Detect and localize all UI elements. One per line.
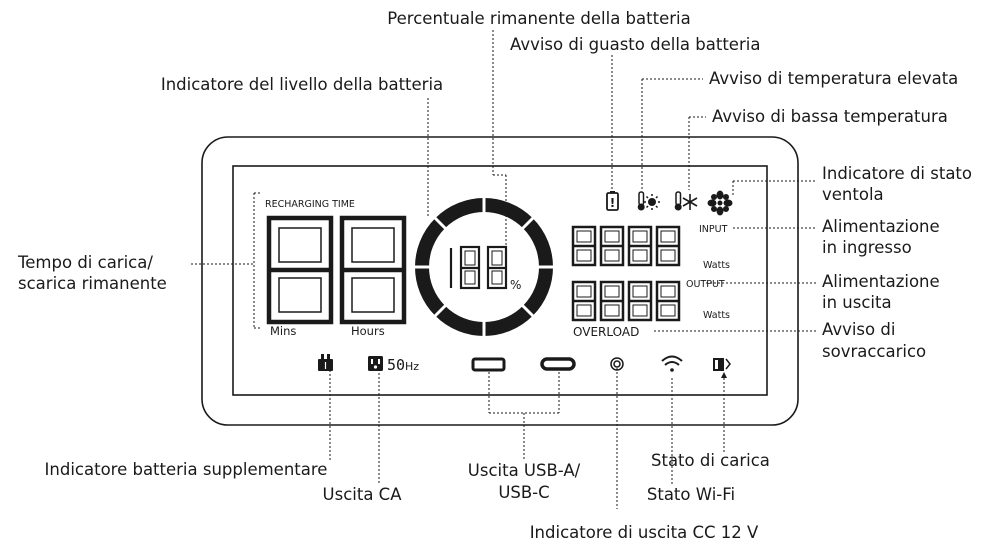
low-temp-icon [674,191,698,211]
input-power-digits [571,225,681,267]
dc-output-icon [610,357,624,371]
callout-ac-output: Uscita CA [323,485,403,504]
callout-low-temp: Avviso di bassa temperatura [712,107,948,126]
callout-input-power-1: Alimentazione [822,217,940,236]
time-digits-inner [278,227,395,313]
callout-time-remaining-2: scarica rimanente [18,274,167,293]
output-label: OUTPUT [686,279,725,290]
callout-usb-output-2: USB-C [498,483,549,502]
leader-lines [191,30,816,509]
battery-ring [413,196,555,338]
time-digit-1 [266,215,334,325]
usb-c-icon [540,357,576,371]
ac-frequency-display: 50 Hz [387,356,419,374]
overload-label: OVERLOAD [573,325,639,339]
device-frame [201,136,799,426]
output-watts-label: Watts [703,310,730,321]
ac-freq-digits: 50 [387,356,405,374]
callout-wifi-status: Stato Wi-Fi [647,485,735,504]
input-label: INPUT [699,224,728,235]
ac-outlet-icon [368,356,383,371]
output-power-digits [571,280,681,322]
callout-overload-1: Avviso di [822,320,895,339]
callout-fan-status-1: Indicatore di stato [822,164,972,183]
ac-freq-unit: Hz [405,360,419,373]
mins-label: Mins [270,324,296,338]
input-watts-label: Watts [703,260,730,271]
time-digit-2 [339,215,407,325]
wifi-icon [661,355,683,372]
callout-charge-status: Stato di carica [651,451,770,470]
callout-output-power-1: Alimentazione [822,272,940,291]
charge-status-icon [713,358,731,378]
callout-fan-status-2: ventola [822,185,884,204]
hours-label: Hours [351,324,385,338]
high-temp-icon [637,191,660,211]
callout-input-power-2: in ingresso [822,238,912,257]
battery-fault-mark: ! [610,196,615,210]
percentage-digits [449,245,508,290]
recharging-time-label: RECHARGING TIME [265,199,355,210]
callout-high-temp: Avviso di temperatura elevata [709,69,958,88]
usb-a-icon [471,357,506,372]
percent-sign: % [510,278,521,292]
fan-icon [707,190,733,216]
callout-output-power-2: in uscita [822,293,892,312]
callout-battery-fault: Avviso di guasto della batteria [510,35,760,54]
callout-dc-output: Indicatore di uscita CC 12 V [530,523,759,542]
callout-extra-battery: Indicatore batteria supplementare [45,460,328,479]
callout-battery-percentage: Percentuale rimanente della batteria [387,9,690,28]
callout-overload-2: sovraccarico [822,342,926,361]
callout-time-remaining-1: Tempo di carica/ [17,253,153,272]
battery-fault-icon: ! [606,191,619,211]
lcd-screen [232,165,768,396]
extra-battery-icon [318,354,333,371]
callout-usb-output-1: Uscita USB-A/ [468,461,581,480]
callout-battery-level: Indicatore del livello della batteria [161,75,443,94]
